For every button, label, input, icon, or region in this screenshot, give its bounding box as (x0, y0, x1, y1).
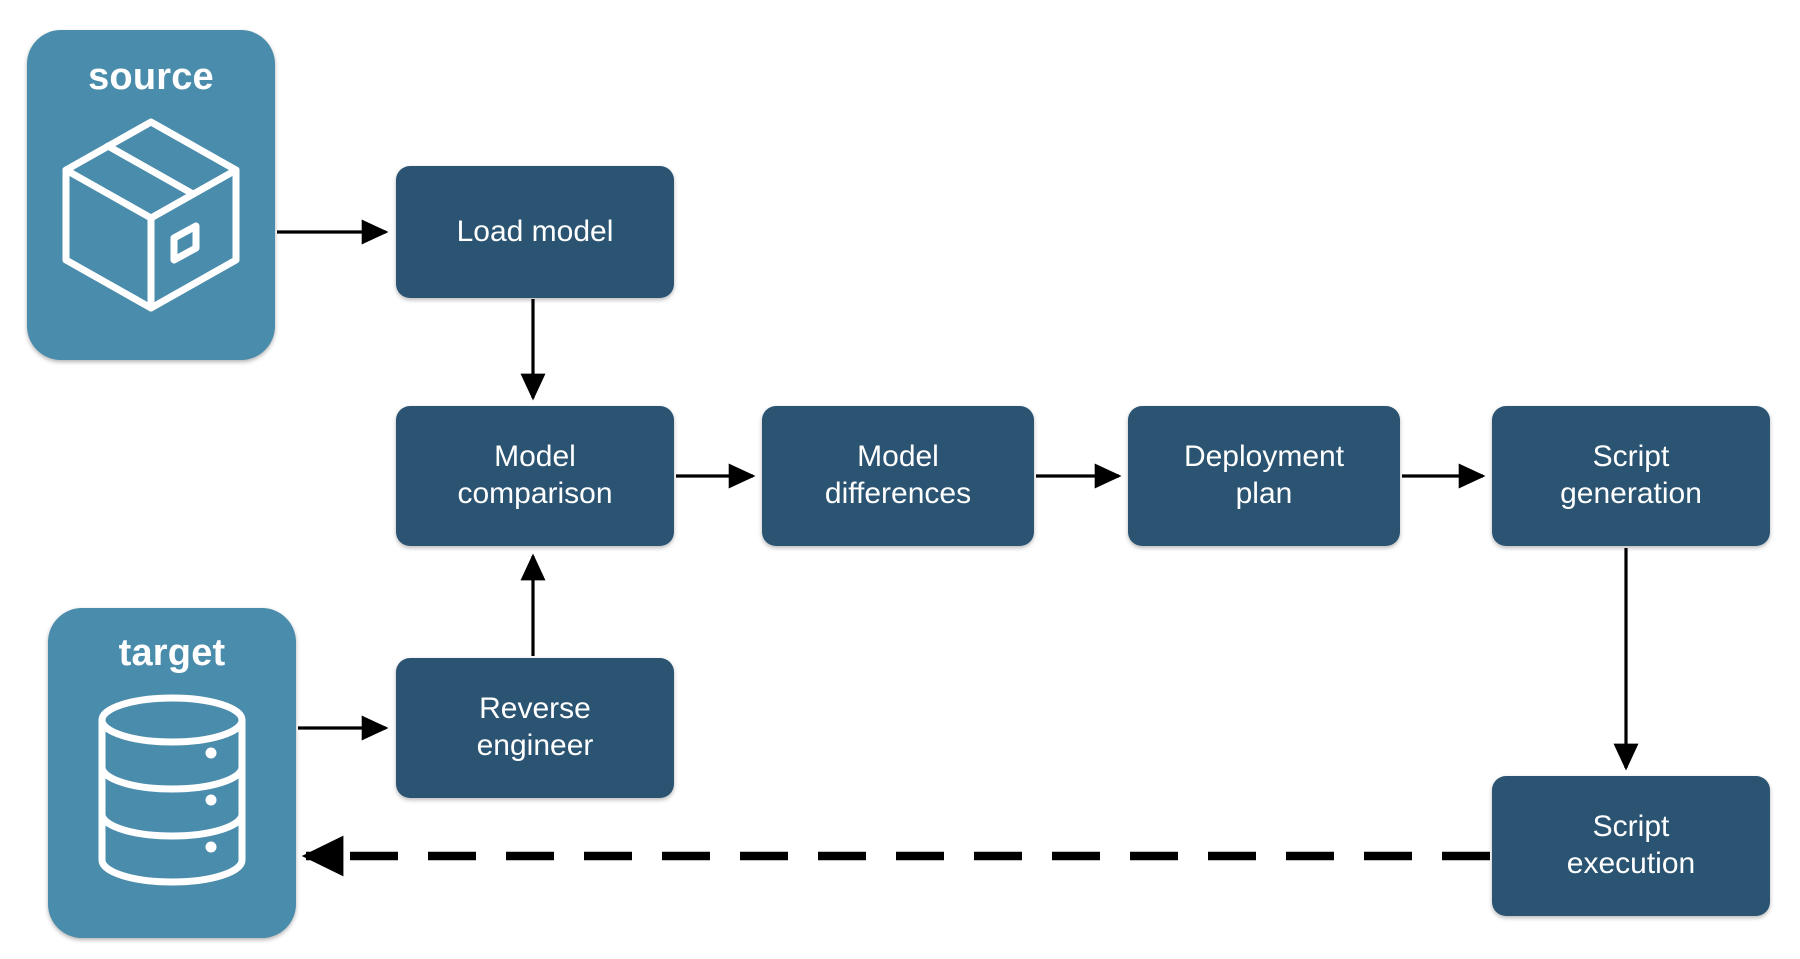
process-box-load-model-label: Load model (456, 214, 614, 248)
endpoint-source[interactable]: source (27, 30, 275, 360)
process-box-deployment-plan[interactable]: Deployment plan (1128, 406, 1400, 546)
database-cylinder-icon (87, 690, 257, 895)
process-box-model-differences[interactable]: Model differences (762, 406, 1034, 546)
process-box-model-comparison-label: Model comparison (457, 440, 613, 510)
process-box-reverse-engineer[interactable]: Reverse engineer (396, 658, 674, 798)
process-box-script-generation-label: Script generation (1560, 440, 1702, 510)
process-box-load-model[interactable]: Load model (396, 166, 674, 298)
process-box-script-generation[interactable]: Script generation (1492, 406, 1770, 546)
process-box-model-comparison[interactable]: Model comparison (396, 406, 674, 546)
package-box-icon (56, 112, 246, 317)
process-box-script-execution-label: Script execution (1566, 810, 1696, 880)
endpoint-source-label: source (88, 56, 214, 98)
process-box-model-differences-label: Model differences (824, 440, 972, 510)
process-box-deployment-plan-label: Deployment plan (1183, 440, 1345, 510)
process-box-reverse-engineer-label: Reverse engineer (476, 692, 594, 762)
endpoint-target-label: target (118, 632, 226, 674)
endpoint-target[interactable]: target (48, 608, 296, 938)
process-box-script-execution[interactable]: Script execution (1492, 776, 1770, 916)
